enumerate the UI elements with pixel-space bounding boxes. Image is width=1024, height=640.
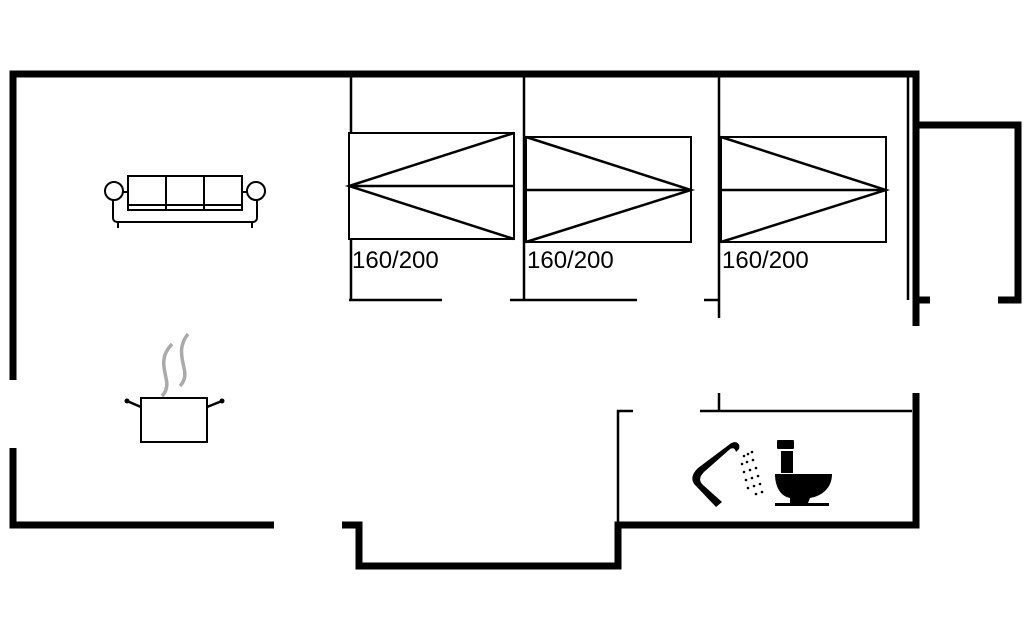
bed-2 [525,135,696,244]
shower-icon [692,442,764,507]
sofa-icon [104,175,266,228]
bed-1-size-label: 160/200 [352,247,439,274]
bed-3 [720,135,891,244]
cooking-pot-icon [124,332,225,443]
toilet-icon [775,440,832,506]
bed-1 [344,131,515,241]
bed-3-size-label: 160/200 [722,247,809,274]
bed-2-size-label: 160/200 [527,247,614,274]
outer-walls [9,70,1022,570]
